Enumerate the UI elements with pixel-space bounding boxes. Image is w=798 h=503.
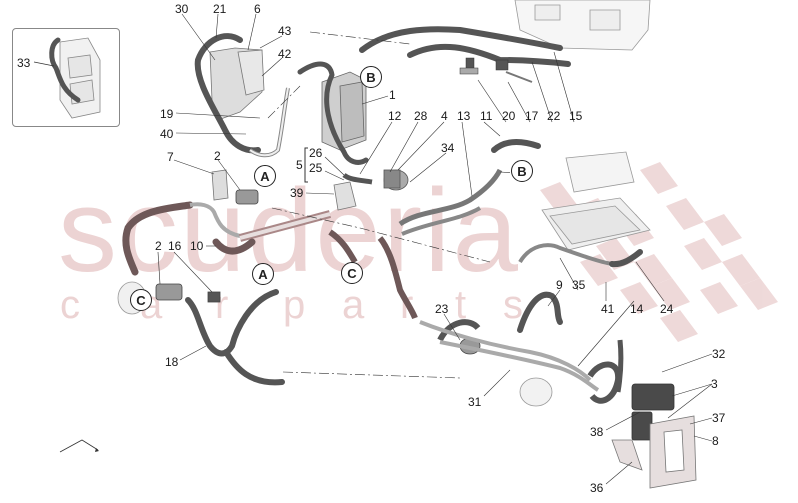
callout-22: 22	[547, 109, 561, 123]
callout-37: 37	[712, 411, 726, 425]
leader-lines	[157, 13, 713, 485]
callout-6: 6	[254, 2, 261, 16]
hose-13c	[377, 236, 418, 320]
hose-13	[398, 168, 503, 227]
hose-24	[609, 249, 643, 268]
inset-hose	[49, 37, 81, 103]
bracket-6	[209, 47, 265, 121]
bracket-36	[611, 439, 643, 471]
hose-11	[491, 138, 541, 153]
callout-8: 8	[712, 434, 719, 448]
orientation-arrow-icon	[59, 439, 99, 453]
callout-4: 4	[441, 109, 448, 123]
reference-marker-c: C	[130, 289, 152, 311]
callout-38: 38	[590, 425, 604, 439]
callout-34: 34	[441, 141, 455, 155]
hose-10	[212, 238, 256, 255]
hose-22-15	[359, 26, 563, 53]
callout-19: 19	[160, 107, 174, 121]
callout-2b: 2	[155, 239, 162, 253]
reference-marker-b: B	[360, 66, 382, 88]
callout-7: 7	[167, 150, 174, 164]
callout-12: 12	[388, 109, 402, 123]
hose-left-main	[122, 201, 194, 276]
callout-21: 21	[213, 2, 227, 16]
hose-top	[297, 61, 369, 165]
watermark-letter: s	[503, 283, 523, 327]
callout-20: 20	[502, 109, 516, 123]
callout-17: 17	[525, 109, 539, 123]
callout-28: 28	[414, 109, 428, 123]
watermark-letter: t	[455, 283, 467, 327]
valve-20	[459, 57, 479, 75]
reference-marker-a: A	[252, 263, 274, 285]
callout-5: 5	[296, 158, 303, 172]
bracket-7	[211, 169, 229, 201]
valve-17	[495, 59, 533, 83]
tube-14	[419, 320, 592, 382]
hose-21	[194, 33, 261, 154]
group-bracket-5	[304, 147, 308, 183]
tube-14b	[439, 340, 600, 392]
callout-9: 9	[556, 278, 563, 292]
callout-14: 14	[630, 302, 644, 316]
inset-detail-box	[12, 28, 120, 127]
callout-15: 15	[569, 109, 583, 123]
callout-31: 31	[468, 395, 482, 409]
pump-4	[383, 169, 409, 191]
inset-control-unit	[59, 37, 101, 119]
callout-23: 23	[435, 302, 449, 316]
callout-2: 2	[214, 149, 221, 163]
callout-24: 24	[660, 302, 674, 316]
callout-42: 42	[278, 47, 292, 61]
reference-marker-b: B	[511, 160, 533, 182]
hose-3b	[615, 339, 624, 393]
callout-33: 33	[17, 56, 31, 70]
engine-block	[514, 0, 651, 51]
hose-12	[342, 172, 373, 185]
hose-22	[407, 43, 571, 67]
inverter-upper	[565, 151, 635, 193]
callout-35: 35	[572, 278, 586, 292]
reference-marker-a: A	[254, 165, 276, 187]
hose-3	[587, 361, 622, 404]
valve-block-3	[631, 383, 675, 441]
callout-36: 36	[590, 481, 604, 495]
hose-mid	[328, 229, 358, 264]
hose-18b	[223, 349, 285, 386]
callout-18: 18	[165, 355, 179, 369]
callout-43: 43	[278, 24, 292, 38]
callout-32: 32	[712, 347, 726, 361]
pump-2-top	[235, 189, 259, 205]
hose-13b	[401, 206, 482, 236]
watermark-letter: a	[342, 283, 365, 327]
callout-3: 3	[711, 377, 718, 391]
hose-23	[437, 319, 481, 342]
callout-16: 16	[168, 239, 182, 253]
watermark-letter: p	[283, 283, 306, 327]
tube-left	[189, 202, 241, 238]
callout-40: 40	[160, 127, 174, 141]
valve-2-16	[155, 283, 221, 303]
callout-10: 10	[190, 239, 204, 253]
hose-35	[518, 243, 613, 266]
bracket-8	[649, 415, 697, 489]
bracket-39	[333, 181, 357, 211]
callout-13: 13	[457, 109, 471, 123]
callout-1: 1	[389, 88, 396, 102]
hose-9	[517, 291, 563, 333]
callout-11: 11	[480, 109, 493, 123]
hose-18	[185, 289, 279, 357]
inverter-lower	[541, 197, 651, 251]
callout-26: 26	[309, 146, 323, 160]
callout-41: 41	[601, 302, 615, 316]
callout-25: 25	[309, 161, 323, 175]
pump-lower	[519, 377, 553, 407]
watermark-letter: c	[60, 283, 80, 327]
reference-marker-c: C	[341, 262, 363, 284]
callout-39: 39	[290, 186, 304, 200]
callout-30: 30	[175, 2, 189, 16]
reference-lines	[267, 31, 531, 379]
